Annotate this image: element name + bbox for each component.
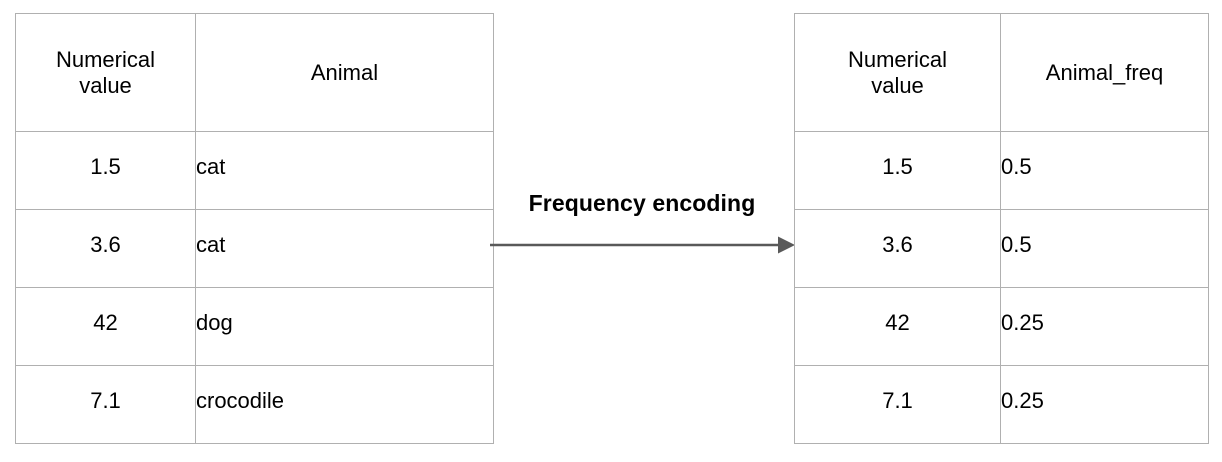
cell-text: 3.6 <box>90 231 121 257</box>
table-row: 42 0.25 <box>794 287 1209 366</box>
table-row: 7.1 crocodile <box>15 365 494 444</box>
cell-numerical-value: 3.6 <box>15 209 196 288</box>
cell-numerical-value: 7.1 <box>15 365 196 444</box>
cell-text: dog <box>196 309 233 335</box>
right-arrow-icon <box>490 236 795 254</box>
cell-text: crocodile <box>196 387 285 413</box>
cell-animal: crocodile <box>195 365 494 444</box>
cell-text: 7.1 <box>882 387 913 413</box>
table-row: 1.5 0.5 <box>794 131 1209 210</box>
cell-numerical-value: 7.1 <box>794 365 1001 444</box>
header-line-1: Numerical <box>55 46 156 72</box>
cell-text: 7.1 <box>90 387 121 413</box>
cell-numerical-value: 42 <box>15 287 196 366</box>
table-row: 3.6 0.5 <box>794 209 1209 288</box>
cell-text: 1.5 <box>90 153 121 179</box>
encoded-table: Numerical value Animal_freq 1.5 0.5 3.6 <box>794 13 1209 444</box>
cell-text: 1.5 <box>882 153 913 179</box>
cell-numerical-value: 3.6 <box>794 209 1001 288</box>
cell-animal: cat <box>195 209 494 288</box>
cell-text: 42 <box>93 309 118 335</box>
cell-animal: cat <box>195 131 494 210</box>
cell-numerical-value: 42 <box>794 287 1001 366</box>
table-row: 42 dog <box>15 287 494 366</box>
cell-text: 0.25 <box>1001 387 1044 413</box>
header-line-2: value <box>79 72 132 98</box>
table-row: 7.1 0.25 <box>794 365 1209 444</box>
cell-text: 3.6 <box>882 231 913 257</box>
cell-animal-freq: 0.5 <box>1000 209 1209 288</box>
cell-numerical-value: 1.5 <box>794 131 1001 210</box>
cell-text: 0.5 <box>1001 153 1032 179</box>
header-cell-numerical-value: Numerical value <box>794 13 1001 132</box>
header-line-2: value <box>871 72 924 98</box>
header-label: Animal <box>310 59 379 85</box>
header-line-1: Numerical <box>847 46 948 72</box>
header-cell-animal: Animal <box>195 13 494 132</box>
cell-numerical-value: 1.5 <box>15 131 196 210</box>
cell-animal: dog <box>195 287 494 366</box>
cell-text: 0.25 <box>1001 309 1044 335</box>
cell-text: cat <box>196 231 226 257</box>
transformation-arrow-group: Frequency encoding <box>486 190 798 260</box>
cell-animal-freq: 0.25 <box>1000 365 1209 444</box>
header-label: Animal_freq <box>1045 59 1164 85</box>
transformation-label: Frequency encoding <box>528 190 756 216</box>
table-row: 3.6 cat <box>15 209 494 288</box>
table-row: 1.5 cat <box>15 131 494 210</box>
header-cell-numerical-value: Numerical value <box>15 13 196 132</box>
table-header-row: Numerical value Animal_freq <box>794 13 1209 132</box>
cell-animal-freq: 0.5 <box>1000 131 1209 210</box>
cell-text: cat <box>196 153 226 179</box>
source-table: Numerical value Animal 1.5 cat 3.6 <box>15 13 494 444</box>
cell-text: 42 <box>885 309 910 335</box>
header-cell-animal-freq: Animal_freq <box>1000 13 1209 132</box>
cell-animal-freq: 0.25 <box>1000 287 1209 366</box>
cell-text: 0.5 <box>1001 231 1032 257</box>
table-header-row: Numerical value Animal <box>15 13 494 132</box>
